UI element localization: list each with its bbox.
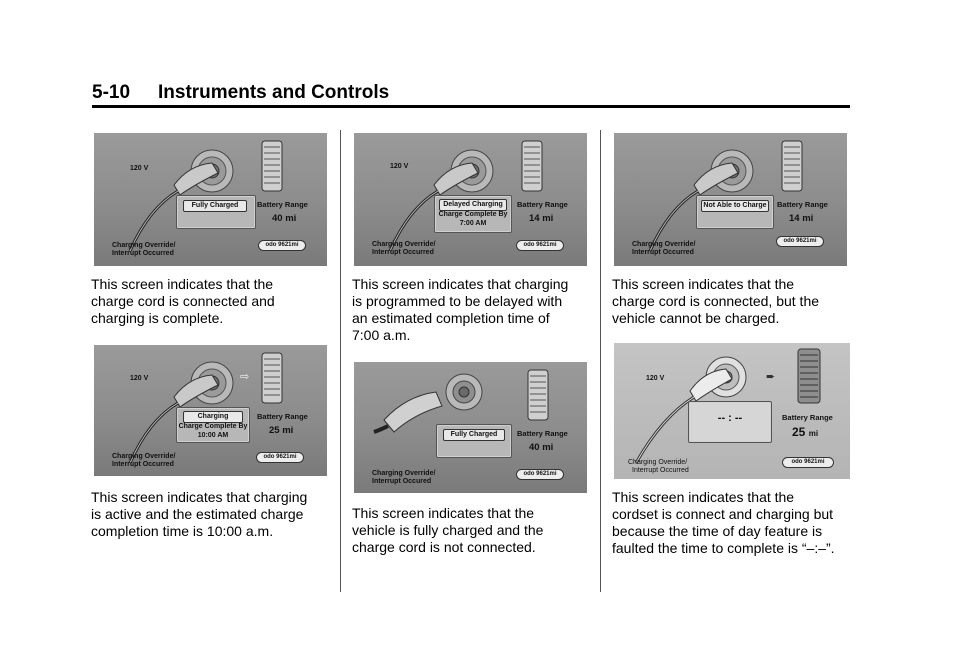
battery-range-label: Battery Range [257,412,308,421]
status-panel: Not Able to Charge [696,195,774,229]
voltage-label: 120 V [646,375,665,382]
section-title: Instruments and Controls [158,82,390,103]
battery-icon [261,140,283,192]
battery-range-value: 40 mi [529,442,554,453]
column-divider-1 [340,130,341,592]
override-label: Charging Override/Interrupt Occurred [112,453,176,468]
page-header: 5-10 Instruments and Controls [92,82,850,106]
screen-not-able-to-charge: Not Able to Charge Battery Range 14 mi C… [614,133,847,266]
battery-icon [527,369,549,421]
status-text: Fully Charged [443,429,505,441]
odometer-badge: odo 9621mi [258,240,306,251]
battery-range-label: Battery Range [777,200,828,209]
battery-icon [521,140,543,192]
battery-range-value: 14 mi [789,213,814,224]
battery-range-label: Battery Range [782,413,833,422]
status-panel: -- : -- [688,401,772,443]
battery-icon [781,140,803,192]
complete-by-time: 10:00 AM [197,432,229,439]
status-text: Not Able to Charge [701,200,769,212]
status-text: Fully Charged [183,200,247,212]
plug-illustration [388,140,543,252]
status-panel: Delayed Charging Charge Complete By 7:00… [434,195,512,233]
screen-time-fault: ➨ 120 V -- : -- Battery Range 25 mi Char… [614,343,850,479]
odometer-badge: odo 9621mi [256,452,304,463]
battery-range-value: 14 mi [529,213,554,224]
voltage-label: 120 V [390,163,409,170]
section-number: 5-10 [92,82,131,103]
screen-not-connected: Fully Charged Battery Range 40 mi Chargi… [354,362,587,493]
odometer-badge: odo 9621mi [516,240,564,251]
plug-illustration [128,352,283,464]
column-divider-2 [600,130,601,592]
screen-delayed-charging: 120 V Delayed Charging Charge Complete B… [354,133,587,266]
odometer-badge: odo 9621mi [782,457,834,468]
override-label: Charging Override/Interrupt Occurred [112,242,176,257]
override-label: Charging Override/Interrupt Occurred [628,459,689,474]
charging-arrow-icon: ⇨ [240,371,250,383]
battery-range-label: Battery Range [517,200,568,209]
time-display: -- : -- [717,412,743,424]
status-panel: Charging Charge Complete By 10:00 AM [176,407,250,443]
header-rule [92,105,850,108]
battery-icon [261,352,283,404]
screen-charging: ⇨ 120 V Charging Charge Complete By 10:0… [94,345,327,476]
override-label: Charging Override/Interrupt Occured [372,470,436,485]
voltage-label: 120 V [130,165,149,172]
odometer-badge: odo 9621mi [516,469,564,480]
status-text: Charging [183,411,243,423]
screen-fully-charged: 120 V Fully Charged Battery Range 40 mi … [94,133,327,266]
complete-by-label: Charge Complete By [178,423,248,430]
charging-arrow-icon: ➨ [766,371,776,383]
status-panel: Fully Charged [436,424,512,458]
voltage-label: 120 V [130,375,149,382]
complete-by-time: 7:00 AM [459,220,487,227]
battery-icon [797,348,821,404]
status-panel: Fully Charged [176,195,256,229]
battery-range-label: Battery Range [517,429,568,438]
battery-range-value: 40 mi [272,213,297,224]
override-label: Charging Override/Interrupt Occurred [372,241,436,256]
plug-illustration [648,140,803,252]
plug-illustration [128,140,283,252]
status-text: Delayed Charging [439,199,507,211]
complete-by-label: Charge Complete By [438,211,508,218]
odometer-badge: odo 9621mi [776,236,824,247]
battery-range-label: Battery Range [257,200,308,209]
battery-range-value: 25 mi [269,425,294,436]
override-label: Charging Override/Interrupt Occurred [632,241,696,256]
battery-range-value: 25 mi [792,425,819,439]
unplugged-illustration [373,369,549,434]
plug-illustration [634,348,821,464]
